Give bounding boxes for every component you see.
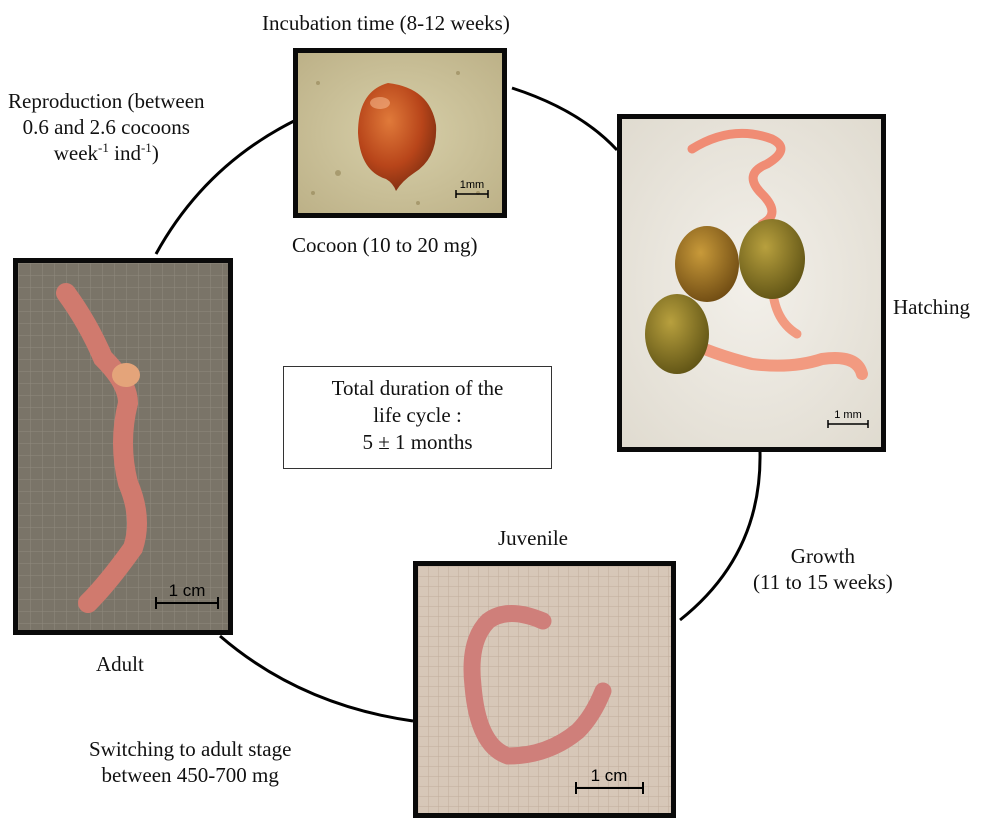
cocoon-label: Cocoon (10 to 20 mg) bbox=[292, 232, 477, 258]
total-duration-line3: 5 ± 1 months bbox=[284, 429, 551, 456]
adult-photo: 1 cm bbox=[13, 258, 233, 635]
hatching-egg-3 bbox=[645, 294, 709, 374]
hatching-egg-2 bbox=[739, 219, 805, 299]
total-duration-line2: life cycle : bbox=[284, 402, 551, 429]
switching-line2: between 450-700 mg bbox=[89, 762, 291, 788]
arc-incubation bbox=[512, 88, 617, 150]
reproduction-ind: ind bbox=[109, 141, 141, 165]
adult-label: Adult bbox=[96, 651, 144, 677]
arc-switching bbox=[220, 636, 413, 721]
total-duration-box: Total duration of the life cycle : 5 ± 1… bbox=[283, 366, 552, 469]
hatching-photo: 1 mm bbox=[617, 114, 886, 452]
juvenile-scale-label: 1 cm bbox=[591, 766, 628, 785]
hatching-label: Hatching bbox=[893, 294, 970, 320]
switching-line1: Switching to adult stage bbox=[89, 736, 291, 762]
juvenile-photo: 1 cm bbox=[413, 561, 676, 818]
reproduction-label: Reproduction (between 0.6 and 2.6 cocoon… bbox=[8, 88, 205, 166]
reproduction-sup1: -1 bbox=[98, 140, 109, 155]
hatching-scale-label: 1 mm bbox=[834, 409, 862, 421]
hatching-egg-1 bbox=[675, 226, 739, 302]
arc-growth bbox=[680, 452, 760, 620]
switching-label: Switching to adult stage between 450-700… bbox=[89, 736, 291, 788]
reproduction-close: ) bbox=[152, 141, 159, 165]
reproduction-line3: week-1 ind-1) bbox=[8, 140, 205, 166]
reproduction-line2: 0.6 and 2.6 cocoons bbox=[8, 114, 205, 140]
incubation-label: Incubation time (8-12 weeks) bbox=[262, 10, 510, 36]
adult-scale-label: 1 cm bbox=[169, 581, 206, 600]
growth-label: Growth (11 to 15 weeks) bbox=[753, 543, 893, 595]
cocoon-scale-label: 1mm bbox=[460, 179, 484, 191]
juvenile-label: Juvenile bbox=[498, 525, 568, 551]
growth-line1: Growth bbox=[753, 543, 893, 569]
total-duration-line1: Total duration of the bbox=[284, 375, 551, 402]
growth-line2: (11 to 15 weeks) bbox=[753, 569, 893, 595]
reproduction-sup2: -1 bbox=[141, 140, 152, 155]
reproduction-week: week bbox=[54, 141, 98, 165]
cocoon-photo: 1mm bbox=[293, 48, 507, 218]
reproduction-line1: Reproduction (between bbox=[8, 88, 205, 114]
